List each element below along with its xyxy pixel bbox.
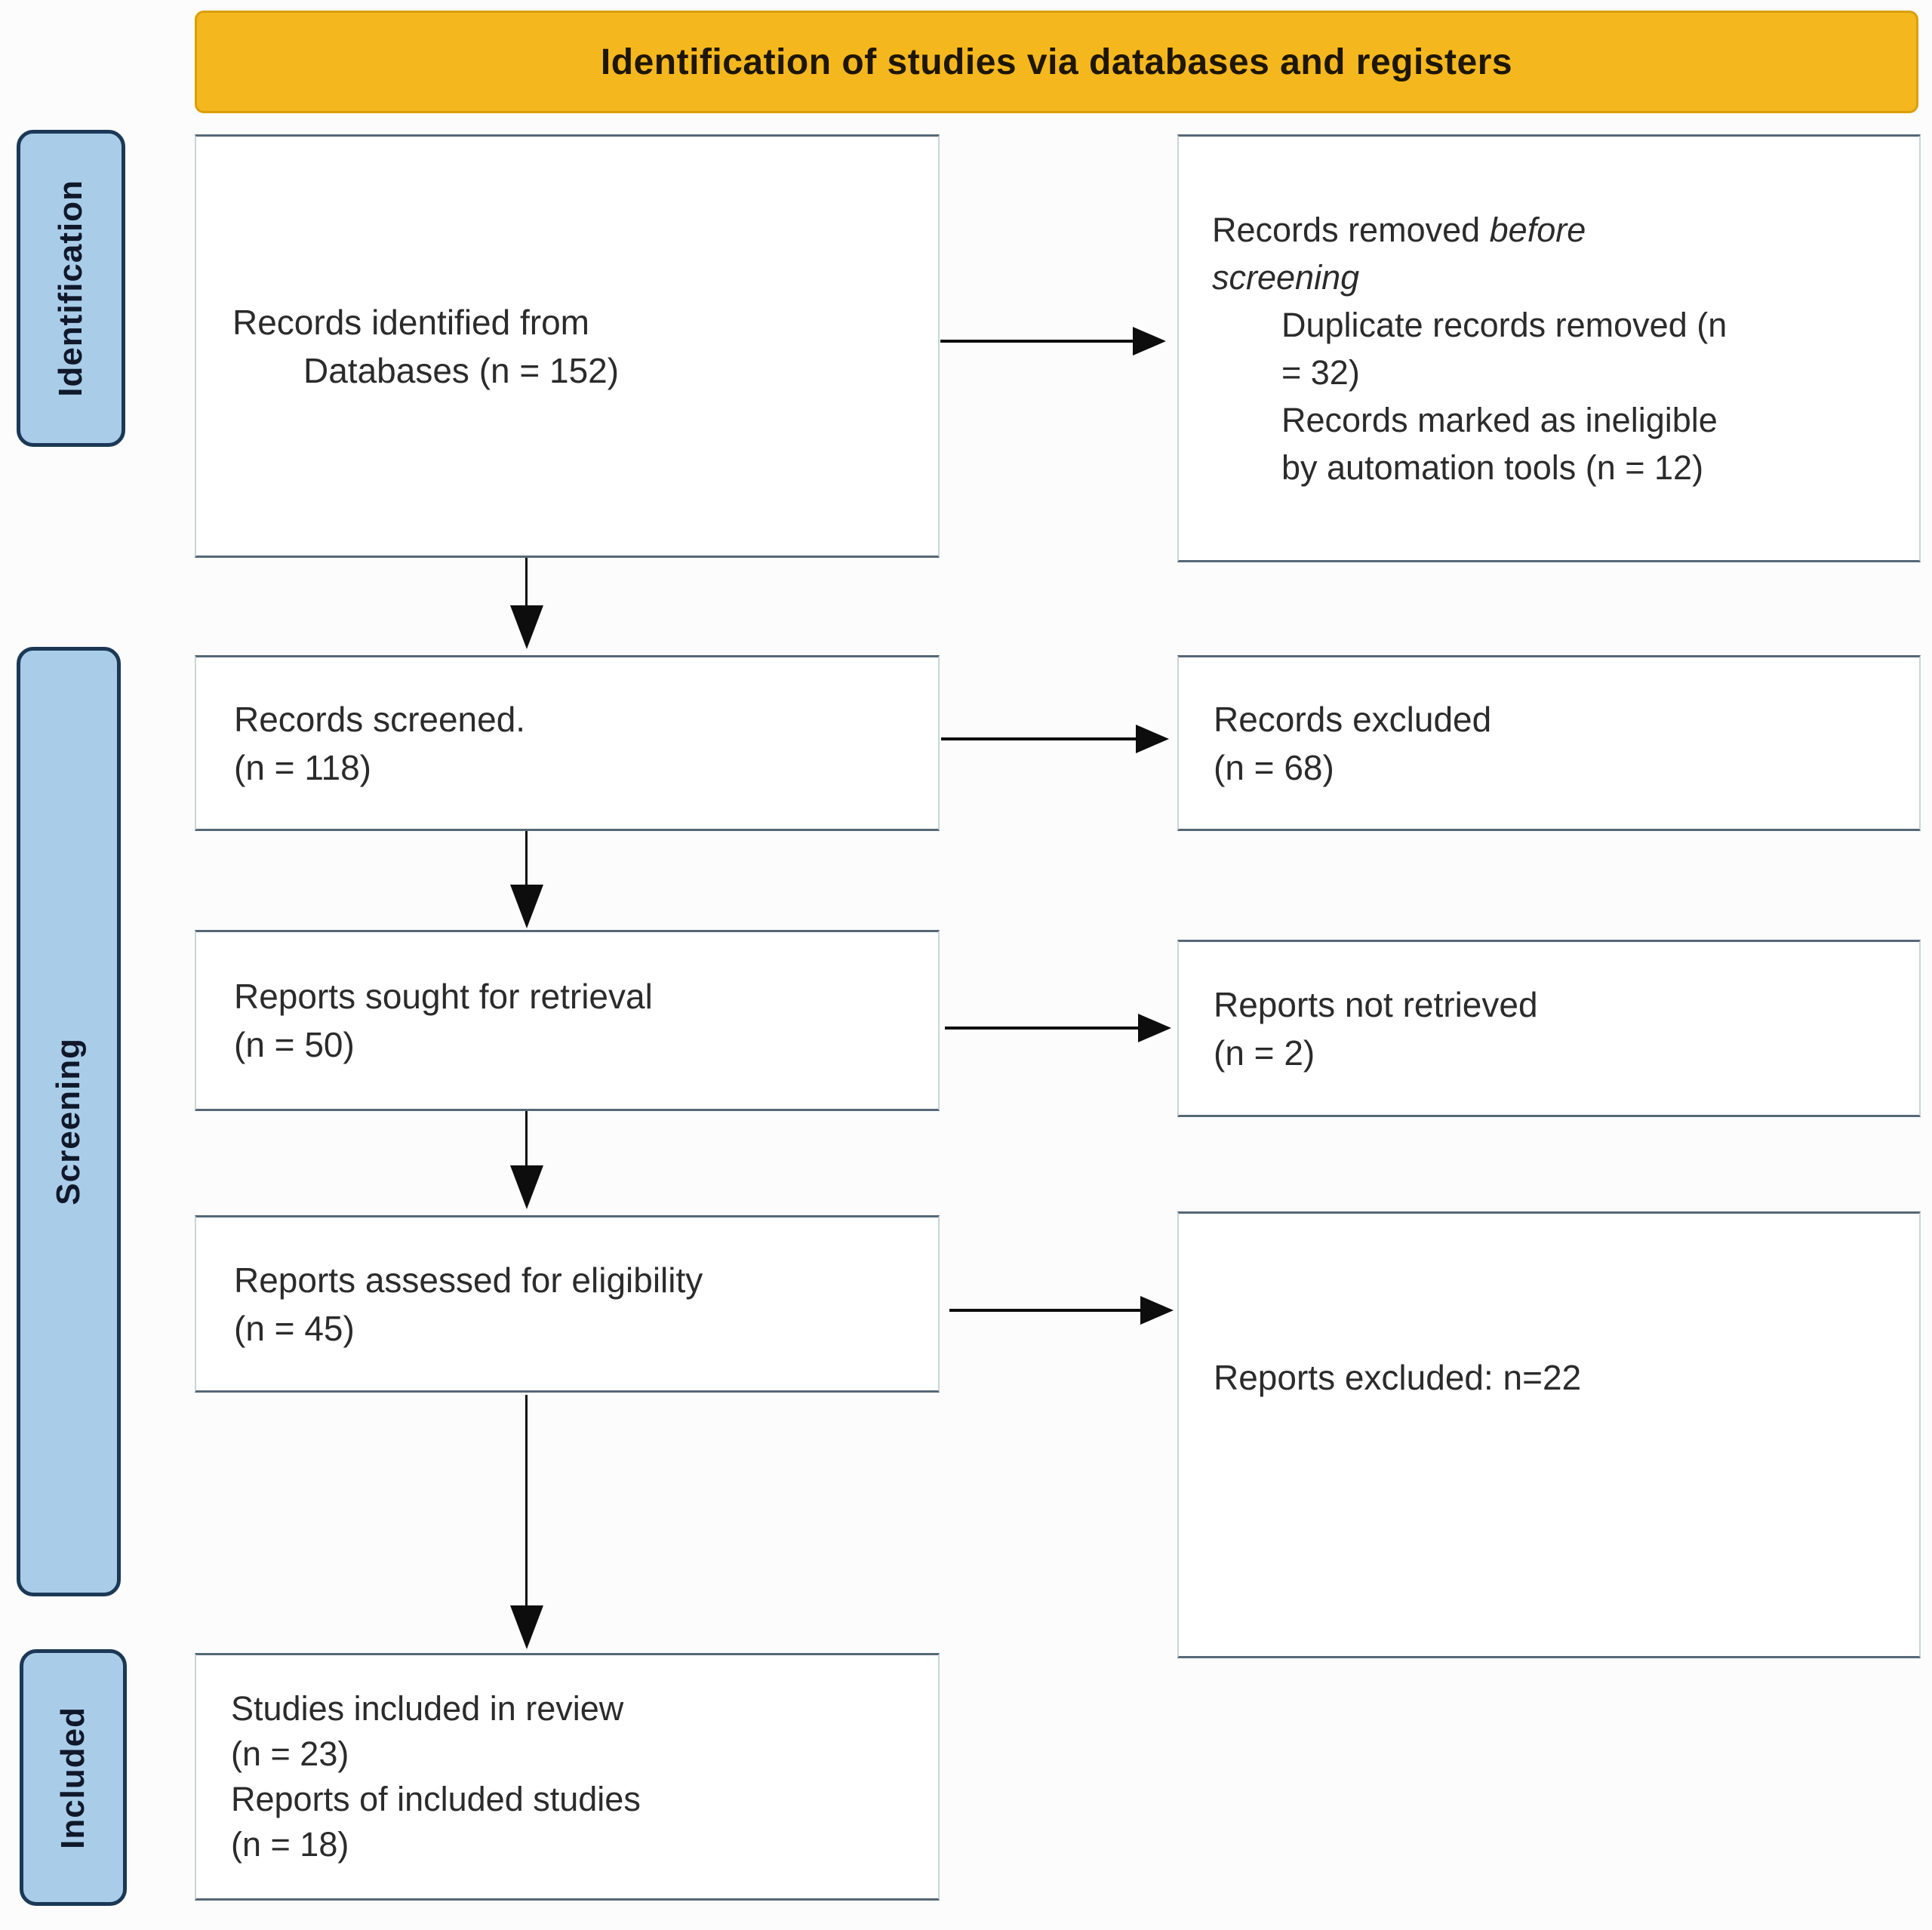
box-line: (n = 2) [1214, 1033, 1315, 1073]
box-line: Reports excluded: n=22 [1214, 1358, 1582, 1397]
sidebar-label-identification: Identification [52, 180, 89, 397]
box-line: (n = 68) [1214, 747, 1334, 787]
box-records-identified: Records identified from Databases (n = 1… [195, 134, 940, 558]
down-arrow-stem-4 [525, 1395, 528, 1608]
right-arrow-icon [1136, 725, 1169, 753]
sidebar-label-screening: Screening [50, 1038, 87, 1205]
box-line: (n = 23) [231, 1735, 349, 1773]
box-line: (n = 118) [234, 747, 371, 787]
down-arrow-icon [510, 605, 543, 649]
text-plain: Records removed [1212, 210, 1490, 249]
right-arrow-stem-4 [949, 1309, 1141, 1312]
box-line: by automation tools (n = 12) [1281, 448, 1704, 487]
sidebar-label-included: Included [54, 1706, 91, 1849]
down-arrow-stem-2 [525, 831, 528, 887]
box-line: = 32) [1281, 352, 1360, 392]
box-line: Records marked as ineligible [1281, 400, 1718, 439]
box-line: (n = 18) [231, 1825, 349, 1864]
box-line: Records identified from [232, 302, 589, 342]
box-reports-sought: Reports sought for retrieval (n = 50) [195, 930, 940, 1111]
header-title: Identification of studies via databases … [600, 42, 1513, 82]
box-line: (n = 50) [234, 1025, 355, 1064]
box-line: Records screened. [234, 699, 526, 739]
down-arrow-stem-3 [525, 1111, 528, 1168]
header-banner: Identification of studies via databases … [195, 11, 1918, 113]
box-line: Studies included in review [231, 1689, 624, 1728]
sidebar-stage-screening: Screening [17, 647, 121, 1596]
text-italic-screening: screening [1212, 257, 1360, 297]
right-arrow-stem-2 [941, 737, 1137, 740]
box-studies-included: Studies included in review (n = 23) Repo… [195, 1653, 940, 1901]
box-line: Reports assessed for eligibility [234, 1260, 703, 1300]
box-line: Records removed before [1212, 206, 1919, 254]
right-arrow-icon [1140, 1296, 1174, 1325]
box-reports-not-retrieved: Reports not retrieved (n = 2) [1177, 940, 1921, 1117]
box-line: Reports sought for retrieval [234, 977, 653, 1016]
down-arrow-icon [510, 885, 543, 928]
text-italic-before: before [1489, 210, 1586, 249]
box-records-excluded: Records excluded (n = 68) [1177, 655, 1921, 831]
sidebar-stage-included: Included [20, 1649, 127, 1906]
down-arrow-icon [510, 1165, 543, 1209]
sidebar-stage-identification: Identification [17, 130, 125, 447]
box-line: Reports not retrieved [1214, 984, 1538, 1024]
box-line: Duplicate records removed (n [1281, 305, 1727, 344]
box-records-screened: Records screened. (n = 118) [195, 655, 940, 831]
box-line: screening [1212, 254, 1919, 301]
box-records-removed: Records removed before screening Duplica… [1177, 134, 1921, 562]
right-arrow-icon [1133, 327, 1166, 356]
box-reports-excluded: Reports excluded: n=22 [1177, 1211, 1921, 1658]
right-arrow-stem-1 [940, 340, 1134, 343]
box-line: Records excluded [1214, 699, 1492, 739]
box-line: (n = 45) [234, 1308, 355, 1348]
down-arrow-icon [510, 1605, 543, 1649]
down-arrow-stem-1 [525, 558, 528, 608]
right-arrow-icon [1138, 1014, 1171, 1042]
right-arrow-stem-3 [945, 1027, 1139, 1030]
box-line: Databases (n = 152) [303, 350, 620, 390]
box-reports-assessed: Reports assessed for eligibility (n = 45… [195, 1215, 940, 1393]
box-line: Reports of included studies [231, 1780, 641, 1818]
